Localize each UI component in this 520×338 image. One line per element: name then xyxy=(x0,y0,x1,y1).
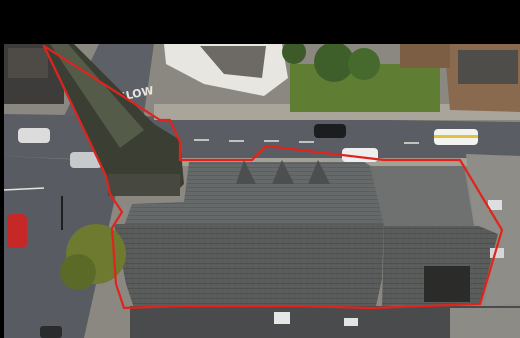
tree-bottom-left-2 xyxy=(60,254,96,290)
aerial-photo: SLOW xyxy=(4,44,520,338)
building-bottom-white-2 xyxy=(344,318,358,326)
church-roof-lower xyxy=(114,224,384,308)
skylight-2 xyxy=(490,248,504,258)
white-building-roof xyxy=(200,46,266,78)
property-boundary xyxy=(42,44,504,310)
side-road xyxy=(4,156,124,338)
road-markings xyxy=(4,139,459,191)
annex-roof xyxy=(370,166,474,226)
tree-3 xyxy=(282,44,306,64)
tree-2 xyxy=(348,48,380,80)
building-bottom-right xyxy=(450,308,520,338)
skylight-1 xyxy=(488,200,502,210)
tree-1 xyxy=(314,44,354,82)
spire-base xyxy=(108,174,180,196)
dark-courtyard xyxy=(424,266,470,302)
car-black xyxy=(314,124,346,138)
building-top-left-roof xyxy=(8,48,48,78)
car-white-left xyxy=(18,128,50,143)
building-bottom-white-1 xyxy=(274,312,290,324)
brick-building-top-left xyxy=(400,44,450,68)
church-spire-face xyxy=(50,44,144,148)
car-police-stripe xyxy=(434,135,478,138)
car-silver xyxy=(70,152,102,168)
car-red xyxy=(7,214,27,248)
brick-building-roof xyxy=(458,50,518,84)
car-dark-bottom xyxy=(40,326,62,338)
roof-gables xyxy=(236,160,330,184)
